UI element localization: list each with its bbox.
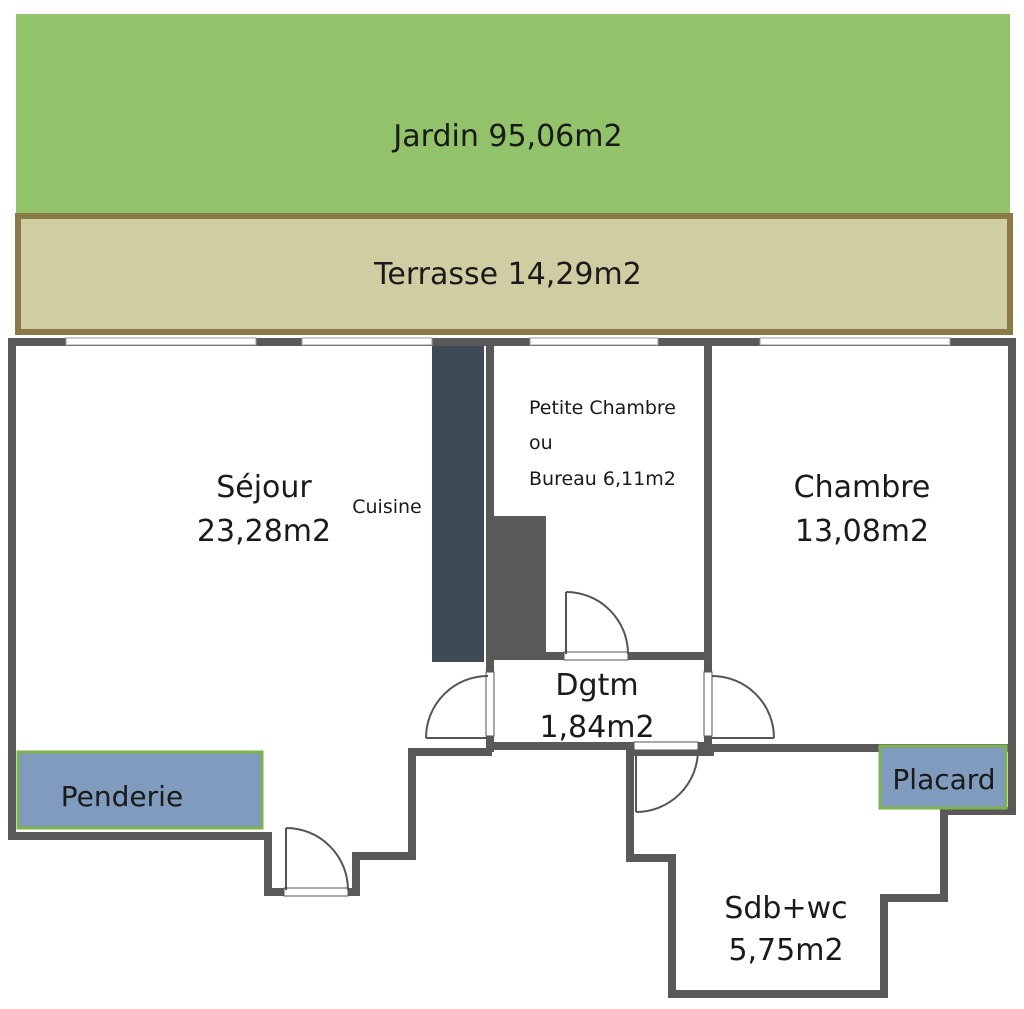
entrance-door <box>283 827 349 897</box>
petite-chambre-door <box>563 591 629 661</box>
windows <box>65 337 951 346</box>
terrasse-label: Terrasse 14,29m2 <box>373 257 642 292</box>
placard-label: Placard <box>892 763 995 796</box>
jardin-label: Jardin 95,06m2 <box>391 119 622 154</box>
penderie-border <box>16 750 264 830</box>
walls <box>8 338 1016 998</box>
penderie-label: Penderie <box>61 780 183 813</box>
placard-border <box>878 744 1008 810</box>
dgtm-name: Dgtm <box>555 668 638 703</box>
chambre-name: Chambre <box>794 470 931 505</box>
chambre-door <box>703 671 775 739</box>
sejour-door <box>425 671 495 739</box>
chambre-area: 13,08m2 <box>795 514 929 549</box>
sdb-door <box>633 741 699 813</box>
garden-area <box>16 14 1010 216</box>
sejour-name: Séjour <box>216 470 312 505</box>
cuisine-label: Cuisine <box>352 496 422 518</box>
penderie-storage <box>18 752 262 828</box>
closet-block <box>494 516 546 652</box>
petite-chambre-line3: Bureau 6,11m2 <box>529 468 676 490</box>
dgtm-area: 1,84m2 <box>539 710 654 745</box>
sdb-name: Sdb+wc <box>724 891 847 926</box>
terrace-border <box>15 213 1013 335</box>
petite-chambre-line1: Petite Chambre <box>529 397 676 419</box>
sdb-area: 5,75m2 <box>728 933 843 968</box>
kitchen-counter <box>432 346 484 662</box>
doors <box>283 591 775 897</box>
petite-chambre-line2: ou <box>529 432 553 454</box>
placard-storage <box>880 746 1006 808</box>
terrace-area <box>18 216 1010 332</box>
sejour-area: 23,28m2 <box>197 514 331 549</box>
